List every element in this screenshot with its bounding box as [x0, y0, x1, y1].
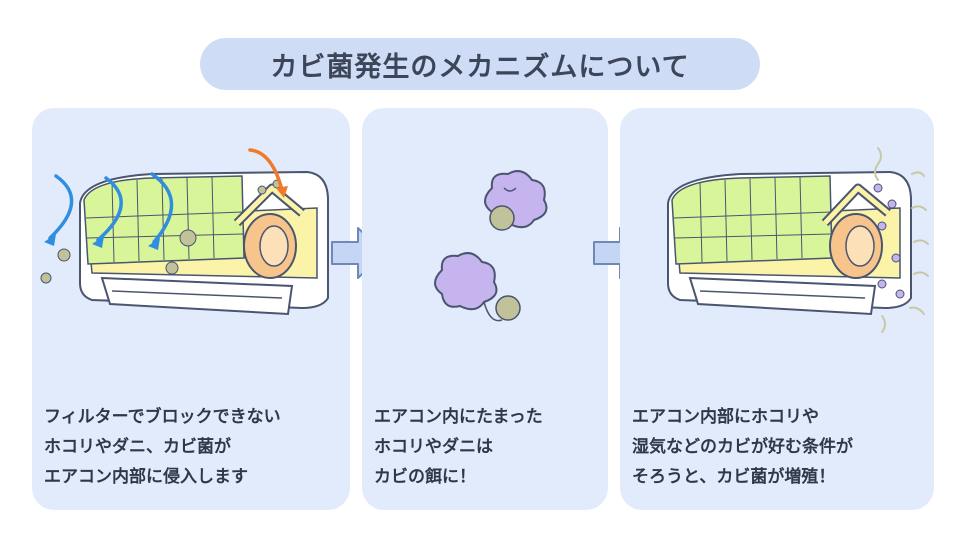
caption-line: そろうと、カビ菌が増殖！ [632, 467, 836, 487]
caption-line: ホコリやダニ、カビ菌が [44, 437, 231, 457]
step-panel-1: フィルターでブロックできない ホコリやダニ、カビ菌が エアコン内部に侵入します [32, 108, 350, 510]
page-title: カビ菌発生のメカニズムについて [270, 51, 690, 83]
title-banner: カビ菌発生のメカニズムについて [200, 38, 760, 90]
mold-growth-illustration [667, 147, 929, 333]
step-panel-3: エアコン内部にホコリや 湿気などのカビが好む条件が そろうと、カビ菌が増殖！ [620, 108, 934, 510]
caption-line: エアコン内部に侵入します [44, 467, 248, 487]
caption-line: 湿気などのカビが好む条件が [632, 437, 853, 457]
step-1-caption: フィルターでブロックできない ホコリやダニ、カビ菌が エアコン内部に侵入します [44, 402, 281, 492]
caption-line: カビの餌に！ [374, 467, 476, 487]
mold-feeding-illustration [434, 170, 548, 322]
step-panel-2: エアコン内にたまった ホコリやダニは カビの餌に！ [362, 108, 608, 510]
step-2-caption: エアコン内にたまった ホコリやダニは カビの餌に！ [374, 402, 543, 492]
step-3-caption: エアコン内部にホコリや 湿気などのカビが好む条件が そろうと、カビ菌が増殖！ [632, 402, 853, 492]
caption-line: エアコン内にたまった [374, 407, 543, 427]
caption-line: フィルターでブロックできない [44, 407, 281, 427]
aircon-dust-entry-illustration [40, 148, 329, 316]
caption-line: エアコン内部にホコリや [632, 407, 819, 427]
caption-line: ホコリやダニは [374, 437, 493, 457]
